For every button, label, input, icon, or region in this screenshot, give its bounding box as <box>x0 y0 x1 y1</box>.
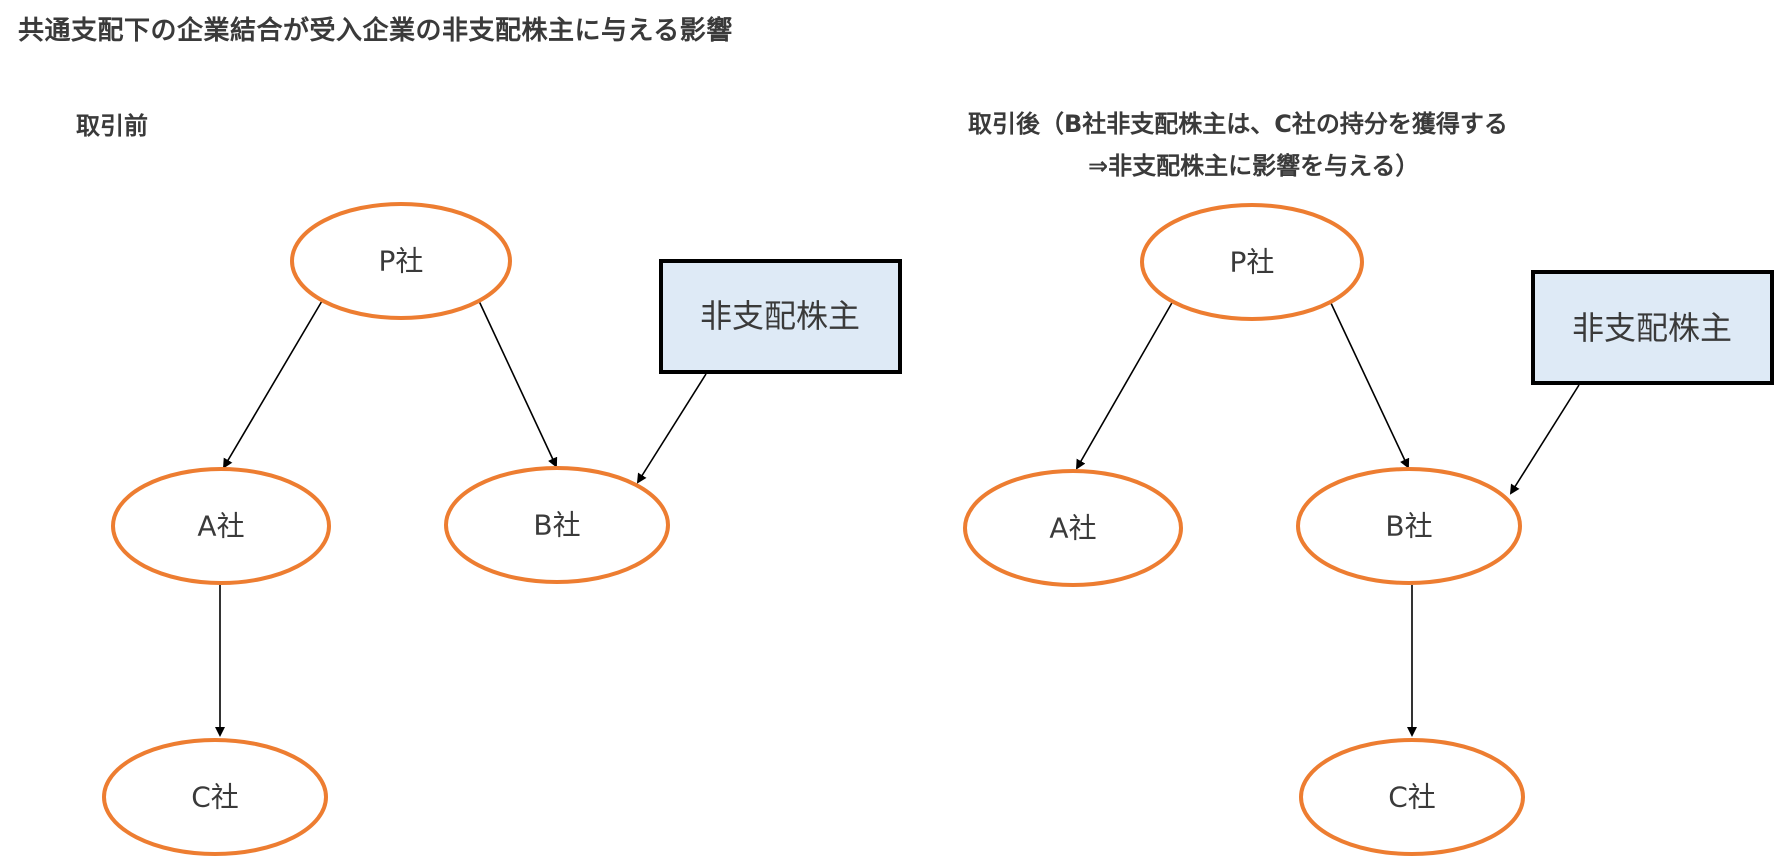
before-nci-label: 非支配株主 <box>700 297 860 335</box>
after-node-b: B社 <box>1296 467 1522 585</box>
before-node-p: P社 <box>290 202 512 320</box>
before-arrow-nci-to-b <box>636 373 707 484</box>
before-node-b-label: B社 <box>533 509 580 542</box>
before-diagram: P社 A社 B社 C社 非支配株主 <box>102 202 902 856</box>
after-nci-label: 非支配株主 <box>1572 309 1732 347</box>
before-heading: 取引前 <box>76 112 148 140</box>
after-heading-line2: ⇒非支配株主に影響を与える） <box>1088 152 1420 180</box>
after-diagram: P社 A社 B社 C社 非支配株主 <box>963 203 1774 856</box>
after-node-b-label: B社 <box>1385 510 1432 543</box>
after-heading-line1: 取引後（B社非支配株主は、C社の持分を獲得する <box>968 110 1508 138</box>
after-arrow-p-to-a <box>1076 300 1174 470</box>
before-node-noncontrolling-shareholders: 非支配株主 <box>659 259 902 374</box>
after-arrow-nci-to-b <box>1509 384 1580 495</box>
after-node-a: A社 <box>963 469 1183 587</box>
after-node-a-label: A社 <box>1049 512 1096 545</box>
before-node-b: B社 <box>444 466 670 584</box>
after-node-c-label: C社 <box>1388 781 1436 814</box>
after-node-p: P社 <box>1140 203 1364 321</box>
before-node-p-label: P社 <box>379 245 424 278</box>
after-node-noncontrolling-shareholders: 非支配株主 <box>1531 270 1774 385</box>
page-title: 共通支配下の企業結合が受入企業の非支配株主に与える影響 <box>18 16 733 46</box>
after-node-c: C社 <box>1299 738 1525 856</box>
before-arrow-p-to-a <box>222 300 323 469</box>
after-arrow-p-to-b <box>1329 300 1410 469</box>
before-node-c-label: C社 <box>191 781 239 814</box>
after-node-p-label: P社 <box>1230 246 1275 279</box>
before-node-c: C社 <box>102 738 328 856</box>
before-arrow-p-to-b <box>478 300 558 468</box>
before-node-a: A社 <box>111 467 331 585</box>
before-node-a-label: A社 <box>197 510 244 543</box>
